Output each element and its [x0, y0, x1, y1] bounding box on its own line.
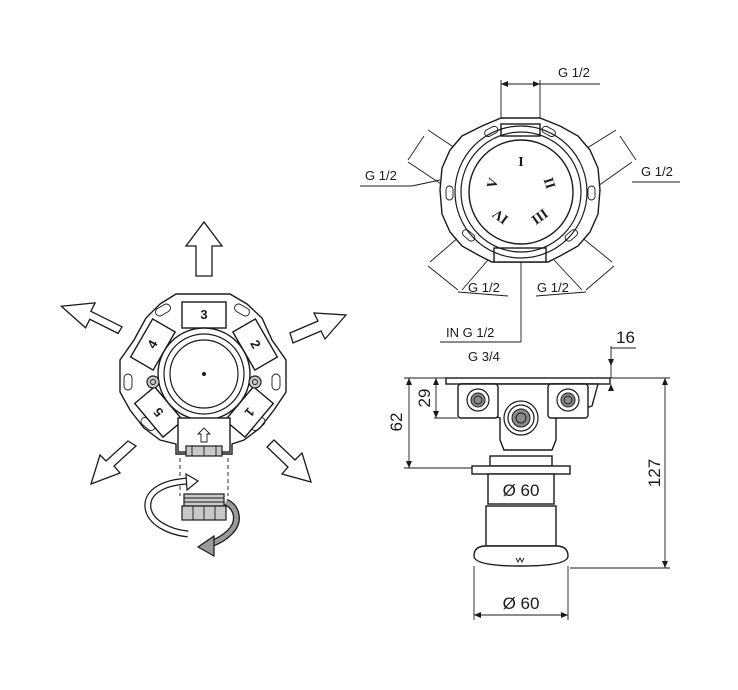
- center-dot: [202, 372, 206, 376]
- dim-total-height: 127: [645, 459, 664, 487]
- dial-markings: I II III IV V: [485, 155, 558, 227]
- inlet-direction-icon: [196, 427, 212, 443]
- dial-mark-I: I: [518, 155, 523, 170]
- dim-thread-bottom-left: G 1/2: [468, 280, 500, 295]
- mounting-slot: [271, 373, 281, 391]
- inlet-thread-label: IN G 1/2: [446, 325, 494, 340]
- rotate-arrow-icon: [196, 498, 240, 558]
- flow-arrow-upper-left-icon: [59, 302, 123, 335]
- inlet-thread-label-2: G 3/4: [468, 349, 500, 364]
- mounting-slot: [123, 373, 133, 391]
- dim-thread-top: G 1/2: [558, 65, 590, 80]
- port-block-2: 2: [231, 317, 279, 372]
- side-spindle: [485, 505, 557, 547]
- dim-thread-depth: 16: [616, 328, 635, 347]
- plan-rim: [454, 125, 588, 259]
- dim-thread-right: G 1/2: [641, 164, 673, 179]
- side-port-front: [503, 400, 539, 436]
- dim-body-height: 62: [387, 413, 406, 432]
- side-port-left: [457, 383, 499, 419]
- side-sleeve: [487, 473, 555, 505]
- side-ring: [471, 465, 571, 475]
- inlet-boss: [493, 247, 547, 263]
- dim-port-height: 29: [415, 389, 434, 408]
- dim-diameter-upper: Ø 60: [503, 481, 540, 500]
- screw-icon: [146, 375, 160, 389]
- side-port-right: [547, 383, 589, 419]
- side-handle: [473, 545, 569, 567]
- diverter-side-view: Ø 60 16 29 62 127 Ø 60: [387, 328, 670, 620]
- dial-mark-IV: IV: [490, 205, 511, 226]
- flow-arrow-lower-left-icon: [89, 440, 138, 486]
- side-flange: [445, 377, 611, 385]
- plan-rim-inner: [460, 131, 582, 253]
- mounting-slot: [234, 303, 250, 317]
- flow-arrow-up-icon: [184, 220, 224, 277]
- rotate-arrow-icon: [144, 472, 200, 538]
- mounting-slot: [155, 303, 171, 317]
- flow-arrow-lower-right-icon: [266, 439, 312, 483]
- flow-arrow-upper-right-icon: [289, 312, 348, 344]
- valve-body-inner: [169, 339, 239, 409]
- dim-diameter-lower: Ø 60: [503, 594, 540, 613]
- side-nut: [489, 455, 553, 467]
- port-number-3: 3: [200, 307, 207, 322]
- dial-mark-II: II: [540, 176, 558, 191]
- diverter-plan-view: G 1/2 G 1/2 G 1/2 G 1/2 G 1/2: [360, 65, 680, 364]
- port-block-4: 4: [129, 317, 177, 372]
- dim-thread-left: G 1/2: [365, 168, 397, 183]
- port-block-3: 3: [181, 301, 227, 329]
- diverter-front-view: 3 2 1 5 4: [59, 220, 348, 558]
- dial-mark-V: V: [485, 176, 502, 190]
- dim-thread-bottom-right: G 1/2: [537, 280, 569, 295]
- screw-icon: [248, 375, 262, 389]
- threaded-fitting: [181, 493, 227, 521]
- port-block-5: 5: [133, 385, 184, 439]
- valve-body-ring: [163, 333, 245, 415]
- selector-dial: [468, 139, 574, 245]
